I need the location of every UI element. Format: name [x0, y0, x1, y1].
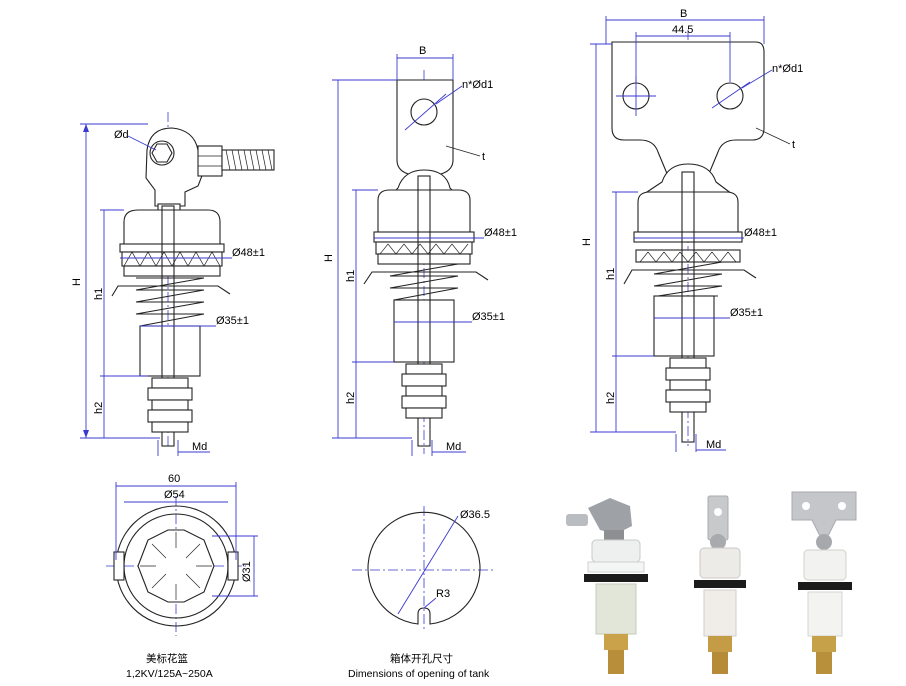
product-photo-flag: [694, 495, 746, 674]
product-photo-eyebolt: [566, 498, 648, 674]
basket-caption-spec: 1,2KV/125A~250A: [126, 668, 213, 680]
dim-o35-label-3: Ø35±1: [730, 307, 763, 319]
dim-H-label-3: H: [581, 238, 593, 246]
dim-md-label-2: Md: [446, 441, 461, 453]
dim-h1-label-3: h1: [605, 268, 617, 280]
product-photo-double-flag: [791, 491, 857, 674]
dim-t-label: t: [482, 151, 485, 163]
dim-h2-label-2: h2: [345, 392, 357, 404]
dim-od-label: Ød: [114, 129, 129, 141]
dim-B-label-3: B: [680, 8, 687, 20]
dim-r3-label: R3: [436, 588, 450, 600]
bushing-view-eyebolt: H h1 h2 Ø48±1 Ø35±1 Ød Md: [71, 112, 275, 456]
dim-h1-label: h1: [93, 288, 105, 300]
dim-md-label-3: Md: [706, 439, 721, 451]
dim-o48-label-2: Ø48±1: [484, 227, 517, 239]
dim-H-label: H: [71, 278, 83, 286]
bushing-view-double-flag: B 44.5 n*Ød1 t H h1 h2 Ø48±1 Ø35±1 Md: [581, 8, 803, 452]
dim-H-label-2: H: [323, 254, 335, 262]
dim-t-label-3: t: [792, 139, 795, 151]
dim-o31-label: Ø31: [241, 561, 253, 582]
dim-60-label: 60: [168, 473, 180, 485]
dim-o48-label-3: Ø48±1: [744, 227, 777, 239]
dim-o35-label-2: Ø35±1: [472, 311, 505, 323]
dim-nd1-label-3: n*Ød1: [772, 63, 803, 75]
basket-caption-cn: 美标花篮: [146, 652, 188, 665]
dim-445-label: 44.5: [672, 24, 693, 36]
dim-o48-label: Ø48±1: [232, 247, 265, 259]
dim-B-label: B: [419, 45, 426, 57]
dim-md-label: Md: [192, 441, 207, 453]
tank-caption-cn: 箱体开孔尺寸: [390, 652, 453, 665]
tank-caption-en: Dimensions of opening of tank: [348, 668, 490, 680]
dim-h1-label-2: h1: [345, 270, 357, 282]
dim-nd1-label: n*Ød1: [462, 79, 493, 91]
bushing-view-flag: B n*Ød1 t H h1 h2 Ø48±1 Ø35±1 Md: [323, 45, 517, 456]
basket-top-view: 60 Ø54 Ø31 美标花篮 1,2KV/125A~250A: [106, 473, 258, 680]
dim-o365-label: Ø36.5: [460, 509, 490, 521]
dim-o54-label: Ø54: [164, 489, 185, 501]
dim-o35-label: Ø35±1: [216, 315, 249, 327]
dim-h2-label: h2: [93, 402, 105, 414]
tank-opening-view: Ø36.5 R3 箱体开孔尺寸 Dimensions of opening of…: [348, 506, 496, 680]
dim-h2-label-3: h2: [605, 392, 617, 404]
